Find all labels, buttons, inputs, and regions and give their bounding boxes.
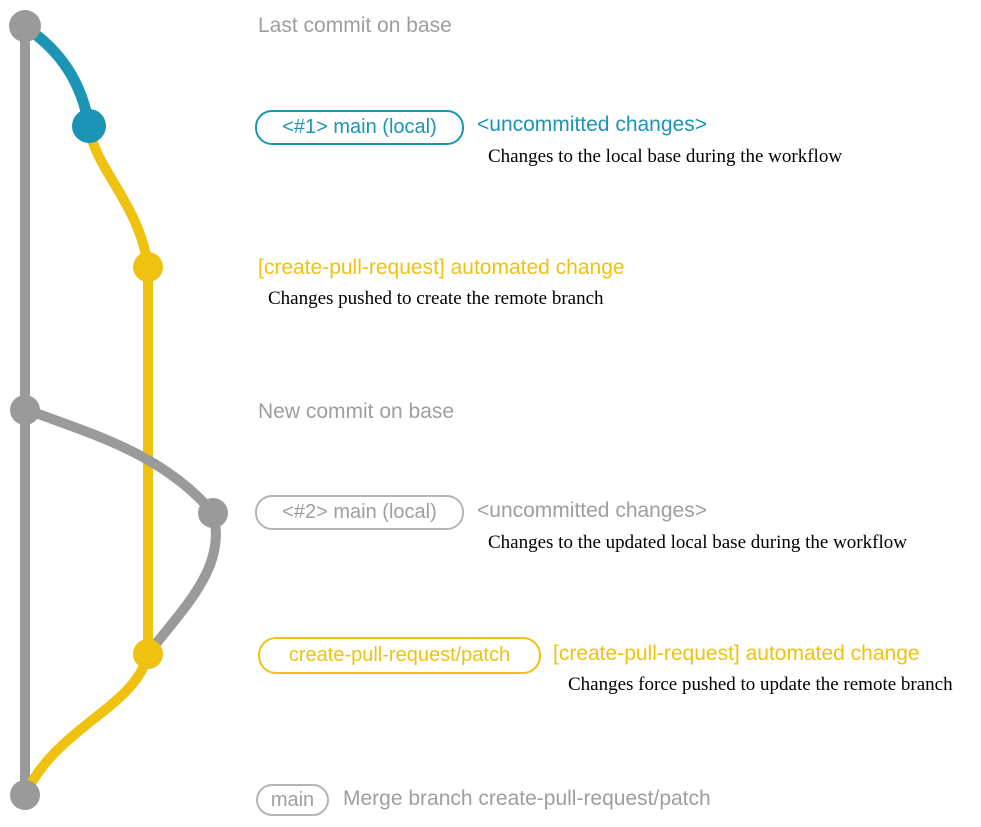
branch-badge-main-local-1: <#1> main (local) [255, 110, 464, 145]
commit-title-automated-2: [create-pull-request] automated change [553, 642, 920, 665]
annotation-new-commit: New commit on base [258, 400, 455, 423]
commit-node-patch [133, 639, 163, 669]
edge-patch-to-merge [21, 649, 153, 798]
edge-local-change-1 [19, 21, 95, 132]
edge-local-2-to-patch [143, 508, 221, 659]
commit-title-uncommitted-2: <uncommitted changes> [477, 499, 707, 522]
edge-branch-to-remote-1 [84, 123, 153, 272]
commit-desc-uncommitted-2: Changes to the updated local base during… [488, 532, 907, 553]
commit-node-new-base [10, 395, 40, 425]
commit-node-automated-change-1 [133, 252, 163, 282]
commit-title-uncommitted-1: <uncommitted changes> [477, 113, 707, 136]
commit-node-merge [10, 780, 40, 810]
commit-node-last-base [9, 10, 41, 42]
branch-badge-patch: create-pull-request/patch [258, 637, 541, 674]
annotation-last-commit: Last commit on base [258, 14, 452, 37]
commit-desc-automated-2: Changes force pushed to update the remot… [568, 674, 953, 695]
edge-new-base-to-local-2 [20, 404, 218, 518]
branch-badge-main-local-2: <#2> main (local) [255, 495, 464, 530]
commit-node-main-local-1 [72, 109, 106, 143]
commit-desc-automated-1: Changes pushed to create the remote bran… [268, 288, 604, 309]
branch-badge-main: main [256, 784, 329, 816]
commit-node-main-local-2 [198, 498, 228, 528]
annotation-merge-commit: Merge branch create-pull-request/patch [343, 787, 711, 810]
commit-desc-uncommitted-1: Changes to the local base during the wor… [488, 146, 843, 167]
commit-title-automated-1: [create-pull-request] automated change [258, 256, 625, 279]
